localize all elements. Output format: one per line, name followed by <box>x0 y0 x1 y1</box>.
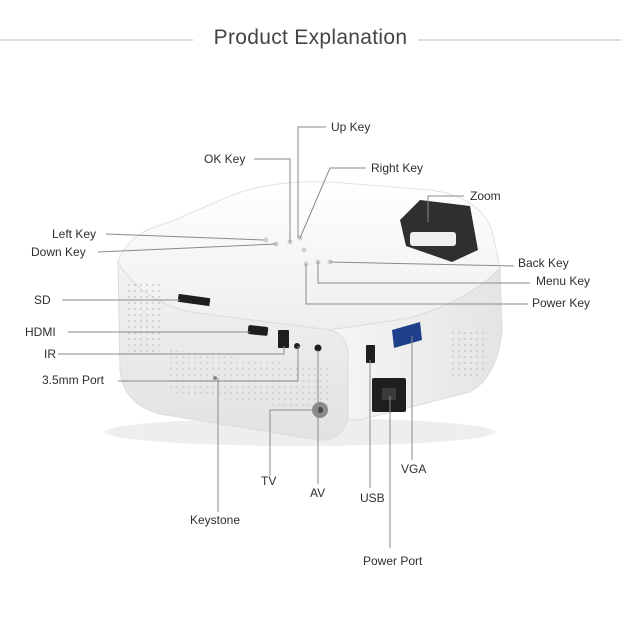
figure-title: Product Explanation <box>213 26 408 49</box>
usb-port <box>366 345 375 363</box>
label-back-key: Back Key <box>518 256 569 270</box>
label-ok-key: OK Key <box>204 152 246 166</box>
label-keystone: Keystone <box>190 513 241 527</box>
side-vent <box>448 330 484 376</box>
leader-zoom <box>427 195 464 222</box>
label-tv: TV <box>261 474 277 488</box>
label-usb: USB <box>360 491 385 505</box>
label-zoom: Zoom <box>470 189 501 203</box>
leader-right-key <box>299 167 366 239</box>
leader-tv <box>269 409 318 476</box>
leader-lines <box>58 126 530 548</box>
label-menu-key: Menu Key <box>536 274 591 288</box>
leader-left-key <box>105 233 265 241</box>
projector-body <box>105 181 503 446</box>
label-sd: SD <box>34 293 51 307</box>
vga-port <box>392 322 422 348</box>
leader-ir <box>58 346 285 355</box>
label-down-key: Down Key <box>31 245 86 259</box>
av-jack <box>314 344 322 352</box>
sd-slot <box>177 293 211 307</box>
label-av: AV <box>310 486 326 500</box>
label-power-key: Power Key <box>532 296 591 310</box>
label-power-port: Power Port <box>363 554 423 568</box>
leader-35mm <box>118 346 299 382</box>
label-right-key: Right Key <box>371 161 424 175</box>
keystone-knob <box>213 376 217 380</box>
leader-ok-key <box>254 158 291 242</box>
label-vga: VGA <box>401 462 427 476</box>
label-hdmi: HDMI <box>25 325 56 339</box>
audio-jack <box>294 343 300 349</box>
label-left-key: Left Key <box>52 227 97 241</box>
leader-menu-key <box>317 262 530 284</box>
label-ir: IR <box>44 347 56 361</box>
label-up-key: Up Key <box>331 120 371 134</box>
hdmi-port <box>247 325 269 336</box>
leader-back-key <box>329 261 515 267</box>
leader-power-key <box>305 264 528 305</box>
leader-down-key <box>97 243 277 253</box>
leader-up-key <box>297 126 326 238</box>
front-vent-left <box>126 282 162 352</box>
zoom-lens <box>400 200 478 262</box>
ir-window <box>278 330 289 348</box>
label-35mm-port: 3.5mm Port <box>42 373 105 387</box>
